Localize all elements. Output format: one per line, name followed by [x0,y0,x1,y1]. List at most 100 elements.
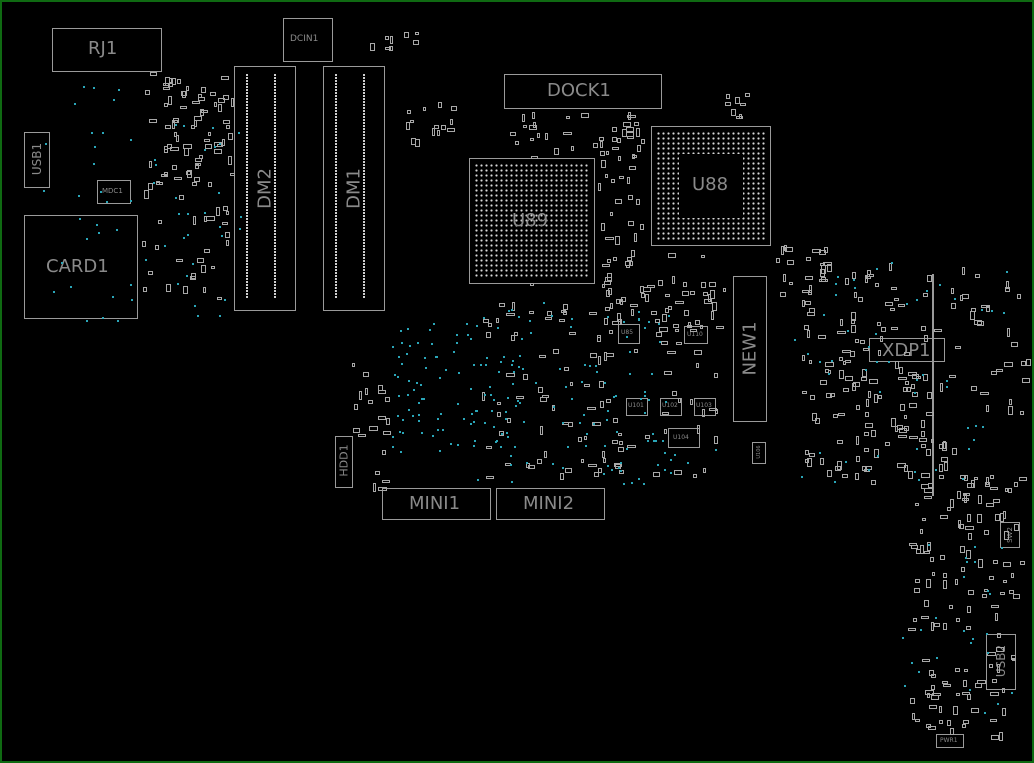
smd-pad [604,318,608,325]
smd-pad [172,78,176,85]
smd-pad [802,355,805,361]
connector-xdp1[interactable] [869,338,945,362]
smd-pad [441,125,446,130]
smd-pad [530,283,534,286]
via [623,483,625,485]
smd-pad [974,477,978,480]
connector-usb1[interactable] [24,132,50,188]
smd-pad [645,435,650,439]
smd-pad [740,103,746,106]
chip-u88[interactable] [651,126,771,246]
chip-u106[interactable] [752,442,766,464]
chip-u110[interactable] [684,326,708,344]
chip-u104[interactable] [668,428,700,448]
smd-pad [960,295,963,301]
smd-pad [967,483,974,488]
via [562,422,564,424]
smd-pad [1003,580,1007,583]
via [620,462,622,464]
smd-pad [880,336,883,342]
smd-pad [812,413,817,421]
chip-u85[interactable] [618,324,640,344]
smd-pad [781,246,784,255]
slot-card1[interactable] [24,215,138,319]
smd-pad [915,719,920,722]
smd-pad [214,142,222,147]
smd-pad [148,183,153,190]
smd-pad [600,151,605,156]
smd-pad [963,680,967,687]
smd-pad [516,396,524,399]
chip-u103[interactable] [694,398,716,416]
smd-pad [510,132,516,136]
slot-dm2[interactable] [234,66,296,311]
smd-pad [931,685,935,690]
smd-pad [863,348,869,351]
switch-sw2[interactable] [1000,522,1020,548]
via [102,132,104,134]
connector-rj1[interactable] [52,28,162,72]
smd-pad [226,240,229,246]
slot-mini1[interactable] [382,488,491,520]
smd-pad [809,453,815,457]
smd-pad [922,518,926,521]
smd-pad [843,388,849,392]
smd-pad [643,287,651,292]
smd-pad [968,590,974,595]
smd-pad [223,95,229,100]
smd-pad [545,133,548,140]
via [480,364,482,366]
via [535,382,537,384]
via [429,329,431,331]
slot-mini2[interactable] [496,488,605,520]
smd-pad [900,404,905,411]
via [626,448,628,450]
connector-mdc1[interactable] [97,180,131,204]
smd-pad [563,132,572,135]
smd-pad [878,350,881,356]
smd-pad [1004,531,1009,540]
smd-pad [544,451,547,458]
via [823,314,825,316]
smd-pad [714,436,718,444]
smd-pad [827,470,832,477]
via [219,226,221,228]
via [643,483,645,485]
smd-pad [1009,590,1014,594]
via [187,213,189,215]
smd-pad [963,493,970,496]
smd-pad [1000,592,1005,595]
via [868,469,870,471]
smd-pad [601,160,606,168]
connector-dock1[interactable] [504,74,662,109]
connector-hdd1[interactable] [335,436,353,488]
via [831,360,833,362]
via [616,431,618,433]
smd-pad [628,221,634,226]
smd-pad [192,101,200,104]
chip-u89-ball-grid [474,163,590,279]
smd-pad [383,431,391,435]
smd-pad [932,572,935,576]
smd-pad [712,302,717,311]
smd-pad [628,195,633,200]
connector-dcin1[interactable] [283,18,333,62]
smd-pad [636,199,640,205]
via [819,361,821,363]
connector-usb2[interactable] [986,634,1016,690]
via [794,339,796,341]
via [397,415,399,417]
via [997,703,999,705]
smd-pad [150,72,157,76]
slot-dm1[interactable] [323,66,385,311]
slot-new1[interactable] [733,276,767,422]
via [131,299,133,301]
smd-pad [949,605,953,609]
smd-pad [702,409,705,417]
smd-pad [631,309,634,316]
smd-pad [540,426,543,435]
smd-pad [701,255,705,258]
chip-u101[interactable] [626,398,648,416]
via [470,338,472,340]
chip-u102[interactable] [660,398,682,416]
